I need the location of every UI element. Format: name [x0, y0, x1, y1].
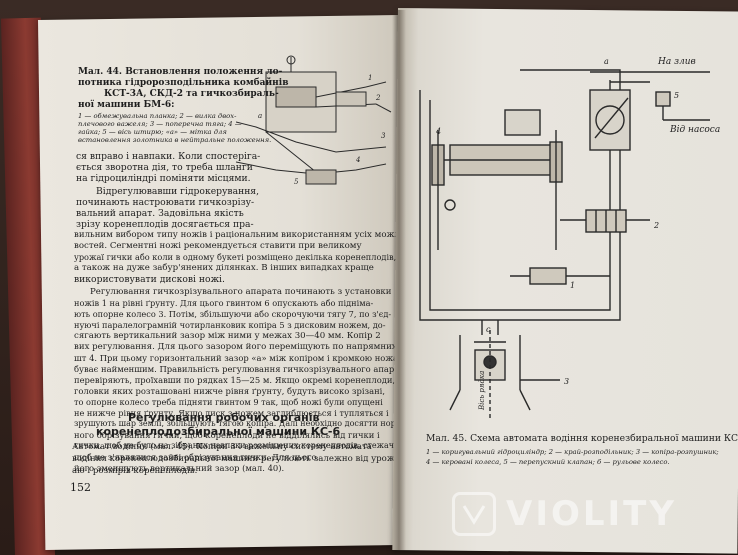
body-line: ється зворотна дія, то треба шланги: [76, 162, 253, 173]
fig44-label-4: 4: [355, 156, 360, 164]
fig44-label-1: 1: [368, 74, 372, 82]
fig44-caption-line-3: КСТ-3А, СКД-2 та гичкозбираль-: [104, 89, 279, 99]
fig44-caption-line-1: Мал. 44. Встановлення положення ло-: [78, 67, 283, 77]
body-line: ножів 1 на рівні ґрунту. Для цього гвинт…: [74, 298, 374, 308]
page-number: 152: [70, 481, 91, 494]
body-line: перевіряють, проїхавши по рядках 15—25 м…: [74, 375, 396, 385]
body-line: вильним вибором типу ножів і раціональни…: [74, 230, 409, 240]
body-line: востей. Сегментні ножі рекомендується ст…: [74, 241, 362, 251]
fig45-legend-line-1: 1 — коригувальний гідроциліндр; 2 — край…: [426, 448, 719, 456]
fig44-caption-line-2: потника гідророзподільника комбайнів: [78, 78, 289, 88]
fig45-label-row-axis: Вісь рядка: [478, 371, 486, 411]
fig45-label-to-drain: На злив: [657, 57, 696, 67]
fig45-label-3: 3: [564, 377, 569, 386]
fig44-label-3: 3: [381, 132, 386, 140]
body-line: шт 4. При цьому горизонтальний зазор «а»…: [74, 353, 399, 363]
fig45-legend-line-2: 4 — керовані колеса, 5 — перепускний кла…: [426, 458, 670, 466]
fig45-label-c: с: [486, 325, 491, 334]
body-line: починають настроювати гичкозрізу-: [76, 197, 255, 208]
body-line: Автомат водіння (мал. 45). Копіри 3 і ва…: [72, 442, 372, 452]
section-heading-line-1: Регулювання робочих органів: [128, 411, 320, 424]
fig44-caption-line-4: ної машини БМ-6:: [78, 100, 175, 110]
body-line: а також на дуже забур'янених ділянках. В…: [74, 263, 374, 273]
figure-45-schematic: а На злив 5 Від насоса 4 5 2 1 3 с Вісь …: [419, 57, 720, 420]
fig44-legend-line-4: встановлення золотника в нейтральне поло…: [78, 136, 272, 144]
body-line: урожаї гички або коли в одному букеті ро…: [74, 252, 397, 262]
body-line: ного обрізування гички, щоб коренеплоди …: [74, 430, 380, 440]
fig45-caption: Мал. 45. Схема автомата водіння коренезб…: [426, 433, 738, 444]
section-heading-line-2: коренеплодозбиральної машини КС-6: [96, 425, 341, 438]
body-line: ся вправо і навпаки. Коли спостеріга-: [76, 151, 261, 162]
fig44-legend-line-3: гайка; 5 — вісь штирю; «а» — мітка для: [78, 128, 227, 136]
body-line: водіння коренеплодозбиральної машини рег…: [72, 454, 398, 464]
figure-44: 1 2 3 4 5 а: [236, 55, 392, 186]
body-line: сягають вертикальний зазор між ними у ме…: [74, 331, 381, 341]
fig44-legend-line-2: плечового важеля; 3 — поперечна тяга; 4 …: [78, 120, 242, 128]
fig44-label-a: а: [258, 112, 262, 120]
body-line: вальний апарат. Задовільна якість: [76, 208, 244, 219]
violity-watermark: VIOLITY: [452, 482, 728, 546]
body-line: Регулювання гичкозрізувального апарата п…: [90, 287, 392, 297]
fig45-label-1: 1: [570, 281, 575, 290]
fig45-label-from-pump: Від насоса: [669, 125, 720, 135]
body-line: його зменшують вертикальний зазор (мал. …: [74, 463, 285, 473]
fig44-label-5: 5: [294, 178, 299, 186]
body-line: зрушують шар землі, збільшують тягою коп…: [74, 419, 419, 428]
fig45-label-5: 5: [674, 91, 679, 100]
body-line: нуючі паралелограмній чотирланковик копі…: [74, 320, 386, 330]
fig45-label-a: а: [604, 57, 609, 66]
fig45-label-4: 4: [435, 127, 441, 136]
body-line: то опорне колесо треба підняти гвинтом 9…: [74, 397, 383, 407]
body-line: Відрегулювавши гідрокерування,: [96, 186, 260, 197]
body-line: на гідроциліндрі поміняти місцями.: [76, 173, 251, 184]
body-line: буває найменшим. Правильність регулюванн…: [74, 364, 409, 374]
body-line: зрізу коренеплодів досягається пра-: [76, 219, 254, 230]
body-line: не нижче рівня ґрунту. Якщо диск з ножем…: [74, 408, 389, 418]
fig44-label-2: 2: [375, 94, 381, 102]
body-line: вих регулювання. Для цього зазором його …: [74, 342, 397, 352]
body-line: аю і розмірів коренеплодів.: [72, 466, 198, 476]
book-gutter: [392, 10, 406, 550]
fig45-label-2: 2: [653, 221, 659, 230]
violity-logo-icon: [452, 492, 496, 536]
body-line: щоб не з'являлися зайві обрізування гичк…: [74, 452, 317, 462]
body-line: використовувати дискові ножі.: [74, 274, 225, 285]
body-line: ють опорне колесо 3. Потім, збільшуючи а…: [74, 309, 392, 319]
fig44-legend-line-1: 1 — обмежувальна планка; 2 — вилка двох-: [78, 112, 237, 120]
body-line: головки яких розташовані нижче рівня ґру…: [74, 386, 385, 396]
watermark-text: VIOLITY: [506, 494, 677, 534]
body-line: гички, щоб не було на зібраних навпаки р…: [74, 441, 433, 450]
